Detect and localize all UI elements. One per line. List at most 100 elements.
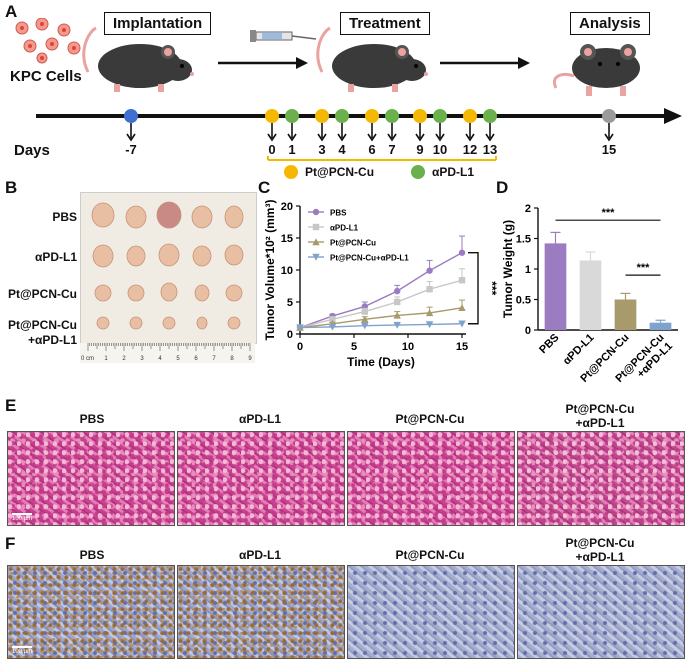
data-point	[394, 287, 401, 295]
legend-marker-1	[312, 223, 320, 231]
timeline-marker-day-1	[285, 109, 299, 123]
legend-label-1: αPD-L1	[330, 224, 359, 233]
y-tick-label: 2	[525, 203, 531, 215]
timeline-marker-day-10-arrow	[435, 133, 445, 142]
data-point	[361, 308, 368, 315]
timeline-marker-day-0-arrow	[267, 133, 277, 142]
legend-label-3: Pt@PCN-Cu+αPD-L1	[330, 254, 409, 263]
data-point	[425, 309, 434, 317]
y-tick-label: 0	[525, 325, 531, 337]
timeline-marker-day-7	[385, 109, 399, 123]
x-tick-label-1: αPD-L1	[561, 332, 597, 368]
syringe-icon	[250, 30, 317, 42]
x-axis-label: Time (Days)	[347, 355, 415, 369]
y-axis-label: Tumor Volume*10² (mm³)	[263, 200, 277, 341]
timeline-marker-day-1-arrow	[287, 133, 297, 142]
legend-pt-swatch	[284, 165, 298, 179]
mouse-illustration-treatment	[316, 26, 428, 92]
ihc-scale-bar: 100 μm	[12, 646, 33, 655]
ihc-label-combo: Pt@PCN-Cu +αPD-L1	[565, 536, 635, 564]
legend-marker-3	[312, 253, 320, 261]
x-tick-label-line: αPD-L1	[561, 332, 597, 368]
he-scale-bar: 100 μm	[12, 513, 33, 522]
panel-label-e: E	[5, 396, 17, 415]
y-tick-label: 20	[281, 201, 293, 213]
legend-apd-swatch	[411, 165, 425, 179]
data-point	[361, 315, 369, 323]
timeline-marker-analysis-arrow	[604, 133, 614, 142]
he-image-combo	[517, 431, 685, 526]
y-tick-label: 5	[287, 297, 293, 309]
ihc-label-pt: Pt@PCN-Cu	[395, 548, 465, 562]
ruler-tick-label: 2	[122, 356, 126, 362]
ruler-tick-label: 8	[230, 356, 234, 362]
y-tick-label: 1	[525, 264, 531, 276]
kpc-cells-label: KPC Cells	[10, 68, 82, 85]
day-label-4: 4	[338, 142, 346, 157]
data-point	[458, 320, 466, 328]
panel-label-c: C	[258, 178, 271, 197]
he-label-pt: Pt@PCN-Cu	[395, 412, 465, 426]
panel-label-f: F	[5, 534, 16, 553]
series-line-2	[299, 307, 463, 329]
tumor-row-label-combo: Pt@PCN-Cu +αPD-L1	[7, 318, 77, 347]
significance-label-0: ***	[602, 207, 616, 219]
day-label-0: 0	[268, 142, 276, 157]
timeline-marker-day-13	[483, 109, 497, 123]
ihc-image-pt	[347, 565, 515, 659]
timeline-marker-day-7-arrow	[387, 133, 397, 142]
bar-1	[579, 260, 602, 330]
timeline	[36, 108, 682, 161]
ruler-tick-label: 4	[158, 356, 162, 362]
he-image-pbs: 100 μm	[7, 431, 175, 526]
ruler-tick-label: 7	[212, 356, 216, 362]
x-tick-label: 15	[456, 341, 468, 353]
day-label-3: 3	[318, 142, 326, 157]
x-tick-label: 0	[297, 341, 303, 353]
he-image-pt	[347, 431, 515, 526]
panel-label-d: D	[496, 178, 509, 197]
ruler-tick-label: 1	[104, 356, 108, 362]
y-tick-label: 0	[287, 329, 293, 341]
day-label-analysis: 15	[601, 142, 617, 157]
flow-arrow-2	[440, 57, 530, 69]
timeline-marker-day-6	[365, 109, 379, 123]
x-tick-label-line: PBS	[537, 332, 561, 356]
day-label-1: 1	[288, 142, 296, 157]
he-label-pbs: PBS	[79, 412, 105, 426]
timeline-marker-day-0	[265, 109, 279, 123]
timeline-marker-day-13-arrow	[485, 133, 495, 142]
series-line-1	[299, 279, 463, 329]
day-label-implant: -7	[125, 142, 137, 157]
data-point	[361, 322, 369, 330]
kpc-cells-illustration	[15, 18, 81, 64]
mouse-illustration-analysis	[553, 44, 640, 96]
data-point	[426, 267, 433, 274]
panel-label-b: B	[5, 178, 18, 197]
ruler-tick-label: 5	[176, 356, 180, 362]
y-axis-label: Tumor Weight (g)	[501, 220, 515, 318]
bar-2	[614, 299, 637, 330]
data-point	[393, 321, 401, 329]
bar-0	[544, 243, 567, 330]
legend-pt-label: Pt@PCN-Cu	[305, 165, 375, 179]
y-tick-label: 1.5	[516, 234, 531, 246]
data-point	[425, 321, 434, 329]
timeline-marker-day-12	[463, 109, 477, 123]
series-line-3	[299, 323, 463, 329]
legend-marker-0	[312, 208, 320, 216]
bar-3	[649, 322, 672, 330]
day-label-10: 10	[432, 142, 448, 157]
data-point	[328, 323, 337, 331]
significance-bracket	[468, 252, 479, 325]
timeline-marker-day-10	[433, 109, 447, 123]
he-label-apd: αPD-L1	[238, 412, 282, 426]
timeline-marker-day-3-arrow	[317, 133, 327, 142]
data-point	[426, 286, 433, 293]
timeline-arrowhead	[664, 108, 682, 124]
timeline-marker-day-9-arrow	[415, 133, 425, 142]
ihc-image-pbs: 100 μm	[7, 565, 175, 659]
ihc-label-apd: αPD-L1	[238, 548, 282, 562]
